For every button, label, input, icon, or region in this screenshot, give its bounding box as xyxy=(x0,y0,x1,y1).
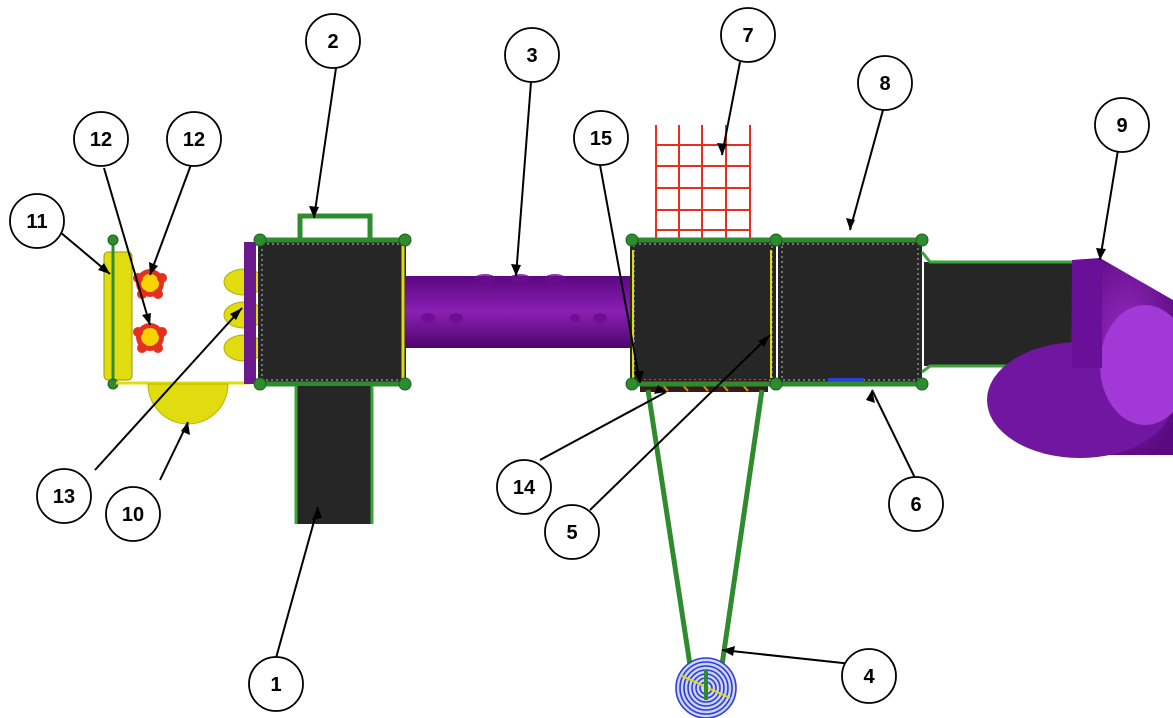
straight-slide-rails xyxy=(294,386,374,524)
callout-1-label: 1 xyxy=(270,674,281,696)
callout-10-label: 10 xyxy=(122,504,144,526)
callout-13: 13 xyxy=(36,468,92,524)
callout-14-label: 14 xyxy=(513,477,536,499)
middle-deck xyxy=(630,240,776,384)
callout-2: 2 xyxy=(305,13,361,69)
callout-10: 10 xyxy=(105,486,161,542)
crawl-tube xyxy=(405,276,633,348)
callout-2-label: 2 xyxy=(327,31,338,53)
callout-7: 7 xyxy=(720,7,776,63)
leader-lines xyxy=(59,61,1119,665)
crawl-tube-windows xyxy=(421,274,607,323)
left-deck-post xyxy=(253,233,267,247)
callout-3-label: 3 xyxy=(526,45,537,67)
callout-9-label: 9 xyxy=(1116,115,1127,137)
callout-4: 4 xyxy=(841,648,897,704)
spiral-slide-inner xyxy=(1100,305,1173,425)
callout-9: 9 xyxy=(1094,97,1150,153)
callout-12b-label: 12 xyxy=(183,129,205,151)
left-deck xyxy=(258,240,406,384)
handhold-bar xyxy=(297,213,373,243)
callout-5: 5 xyxy=(544,504,600,560)
callout-6-label: 6 xyxy=(910,494,921,516)
callout-11-label: 11 xyxy=(26,211,47,233)
spiral-slide-entry xyxy=(1072,260,1102,368)
swing-chain-right xyxy=(705,389,765,693)
callout-5-label: 5 xyxy=(566,522,577,544)
climbing-hold-top xyxy=(133,269,167,299)
swing-chain-left xyxy=(645,389,707,693)
callout-12a: 12 xyxy=(73,111,129,167)
right-deck-blue-marker xyxy=(828,378,864,383)
callout-6: 6 xyxy=(888,476,944,532)
callout-13-label: 13 xyxy=(53,486,75,508)
callout-4-label: 4 xyxy=(863,666,875,688)
climbing-hold-bottom xyxy=(133,323,167,353)
left-deck-dotted-edge xyxy=(261,243,403,381)
callout-12b: 12 xyxy=(166,111,222,167)
dome-climber xyxy=(147,383,229,425)
center-deck-posts xyxy=(625,233,929,391)
callout-7-label: 7 xyxy=(742,25,753,47)
callout-14: 14 xyxy=(496,459,552,515)
callout-12a-label: 12 xyxy=(90,129,112,151)
left-deck-panel-edge xyxy=(244,242,256,384)
straight-slide xyxy=(296,386,372,524)
left-deck-post xyxy=(398,377,412,391)
callout-11: 11 xyxy=(9,193,65,249)
net-climber xyxy=(655,125,751,238)
leader-arrowheads xyxy=(98,143,1106,656)
yellow-panel-group xyxy=(103,234,250,390)
callout-8-label: 8 xyxy=(879,73,890,95)
left-deck-post xyxy=(253,377,267,391)
yellow-panel xyxy=(103,251,133,381)
callout-1: 1 xyxy=(248,656,304,712)
callout-8: 8 xyxy=(857,55,913,111)
right-deck xyxy=(778,240,922,384)
left-deck-post xyxy=(398,233,412,247)
panel-post-top xyxy=(107,234,119,246)
callout-15-label: 15 xyxy=(590,128,612,150)
callout-15: 15 xyxy=(573,110,629,166)
climbing-holds xyxy=(133,269,167,353)
callout-3: 3 xyxy=(504,27,560,83)
